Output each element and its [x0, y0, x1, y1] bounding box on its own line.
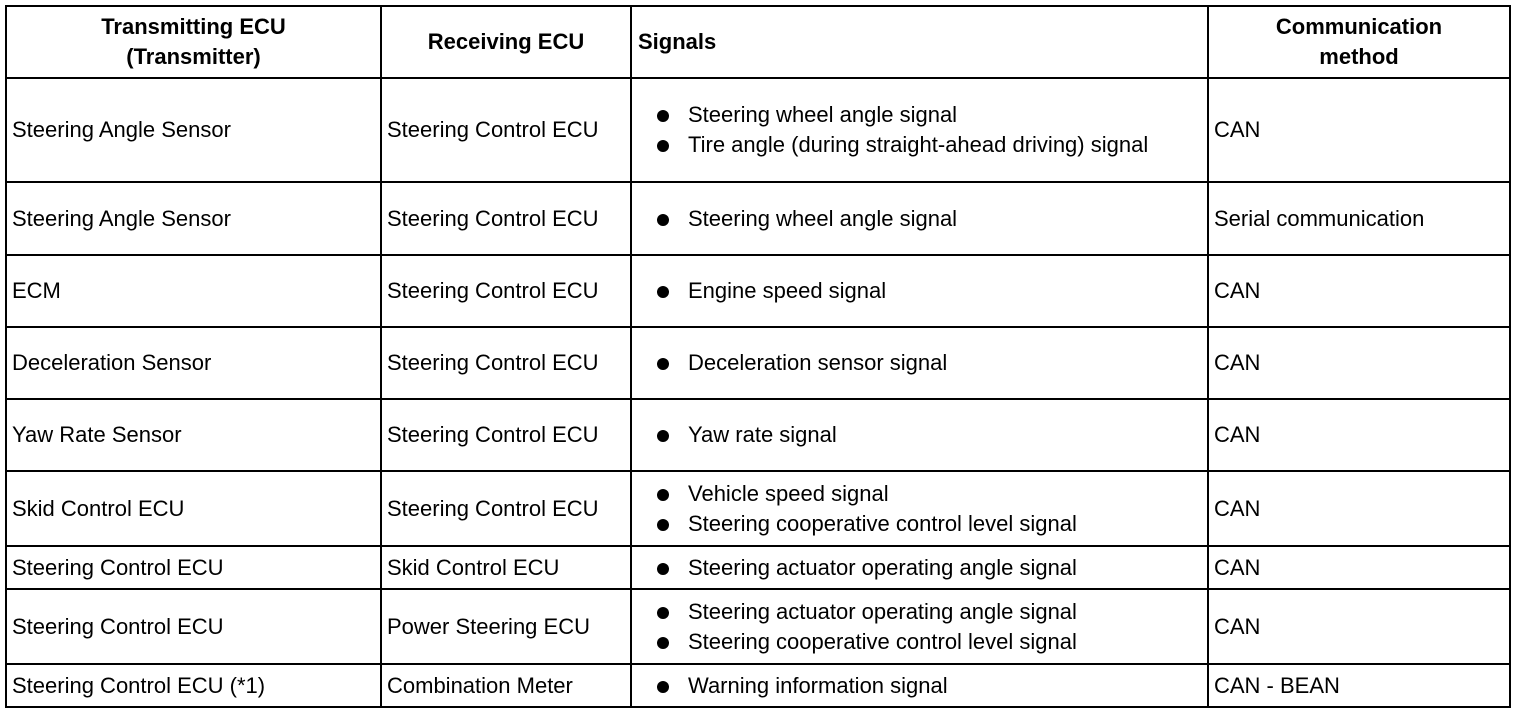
- signal-item: Steering wheel angle signal: [637, 100, 1202, 130]
- signal-text: Tire angle (during straight-ahead drivin…: [688, 132, 1149, 157]
- bullet-icon: [657, 518, 669, 531]
- cell-receiving-ecu: Steering Control ECU: [380, 398, 632, 472]
- cell-transmitting-ecu: Steering Angle Sensor: [5, 181, 382, 256]
- bullet-icon: [657, 636, 669, 649]
- signal-text: Steering actuator operating angle signal: [688, 598, 1077, 624]
- signal-item: Steering wheel angle signal: [637, 204, 1202, 234]
- cell-signals: Yaw rate signal: [630, 398, 1209, 472]
- cell-communication-method: CAN: [1207, 470, 1511, 547]
- signal-text: Steering cooperative control level signa…: [688, 510, 1077, 536]
- cell-signals: Warning information signal: [630, 663, 1209, 708]
- signal-list: Warning information signal: [637, 671, 1202, 701]
- cell-receiving-ecu: Skid Control ECU: [380, 545, 632, 590]
- signal-text: Steering wheel angle signal: [688, 205, 958, 231]
- cell-signals: Engine speed signal: [630, 254, 1209, 328]
- signal-list: Steering actuator operating angle signal: [637, 553, 1202, 583]
- bullet-icon: [657, 358, 669, 370]
- cell-communication-method: CAN: [1207, 326, 1511, 400]
- signal-item: Tire angle (during straight-ahead drivin…: [637, 130, 1202, 160]
- cell-signals: Steering actuator operating angle signal…: [630, 588, 1209, 665]
- signal-item: Deceleration sensor signal: [637, 348, 1202, 378]
- signal-item: Steering cooperative control level signa…: [637, 627, 1202, 657]
- bullet-icon: [657, 488, 669, 501]
- signal-list: Steering actuator operating angle signal…: [637, 597, 1202, 657]
- cell-communication-method: CAN: [1207, 545, 1511, 590]
- cell-receiving-ecu: Steering Control ECU: [380, 470, 632, 547]
- table-row: Steering Control ECU (*1)Combination Met…: [5, 663, 1511, 708]
- header-receiving-ecu: Receiving ECU: [380, 5, 632, 79]
- signal-item: Steering actuator operating angle signal: [637, 553, 1202, 583]
- cell-receiving-ecu: Power Steering ECU: [380, 588, 632, 665]
- signal-item: Steering cooperative control level signa…: [637, 509, 1202, 539]
- signal-item: Warning information signal: [637, 671, 1202, 701]
- cell-transmitting-ecu: Yaw Rate Sensor: [5, 398, 382, 472]
- cell-signals: Steering actuator operating angle signal: [630, 545, 1209, 590]
- signal-text: Vehicle speed signal: [688, 480, 889, 506]
- bullet-icon: [657, 606, 669, 619]
- signal-text: Warning information signal: [688, 672, 948, 698]
- ecu-communication-table: Transmitting ECU (Transmitter) Receiving…: [5, 5, 1511, 708]
- bullet-icon: [657, 140, 669, 152]
- cell-receiving-ecu: Steering Control ECU: [380, 254, 632, 328]
- signal-list: Deceleration sensor signal: [637, 348, 1202, 378]
- signal-list: Engine speed signal: [637, 276, 1202, 306]
- bullet-icon: [657, 110, 669, 122]
- bullet-icon: [657, 562, 669, 575]
- signal-text: Steering wheel angle signal: [688, 102, 958, 127]
- cell-transmitting-ecu: ECM: [5, 254, 382, 328]
- signal-item: Vehicle speed signal: [637, 479, 1202, 509]
- cell-receiving-ecu: Steering Control ECU: [380, 181, 632, 256]
- cell-communication-method: CAN: [1207, 77, 1511, 183]
- document-page: Transmitting ECU (Transmitter) Receiving…: [5, 5, 1511, 708]
- cell-communication-method: CAN: [1207, 398, 1511, 472]
- signal-item: Yaw rate signal: [637, 420, 1202, 450]
- cell-transmitting-ecu: Steering Angle Sensor: [5, 77, 382, 183]
- header-transmitting-ecu: Transmitting ECU (Transmitter): [5, 5, 382, 79]
- header-row: Transmitting ECU (Transmitter) Receiving…: [5, 5, 1511, 79]
- bullet-icon: [657, 430, 669, 442]
- cell-transmitting-ecu: Steering Control ECU: [5, 545, 382, 590]
- bullet-icon: [657, 680, 669, 693]
- cell-communication-method: CAN - BEAN: [1207, 663, 1511, 708]
- cell-transmitting-ecu: Skid Control ECU: [5, 470, 382, 547]
- cell-signals: Deceleration sensor signal: [630, 326, 1209, 400]
- cell-receiving-ecu: Steering Control ECU: [380, 77, 632, 183]
- signal-item: Engine speed signal: [637, 276, 1202, 306]
- signal-list: Yaw rate signal: [637, 420, 1202, 450]
- cell-signals: Steering wheel angle signal: [630, 181, 1209, 256]
- signal-list: Steering wheel angle signal: [637, 204, 1202, 234]
- cell-transmitting-ecu: Deceleration Sensor: [5, 326, 382, 400]
- signal-text: Deceleration sensor signal: [688, 350, 948, 375]
- header-communication-method: Communication method: [1207, 5, 1511, 79]
- bullet-icon: [657, 286, 669, 298]
- cell-communication-method: CAN: [1207, 254, 1511, 328]
- cell-transmitting-ecu: Steering Control ECU (*1): [5, 663, 382, 708]
- cell-communication-method: CAN: [1207, 588, 1511, 665]
- cell-communication-method: Serial communication: [1207, 181, 1511, 256]
- header-signals: Signals: [630, 5, 1209, 79]
- bullet-icon: [657, 213, 669, 226]
- cell-transmitting-ecu: Steering Control ECU: [5, 588, 382, 665]
- signal-text: Steering actuator operating angle signal: [688, 554, 1077, 580]
- signal-text: Yaw rate signal: [688, 422, 837, 447]
- signal-item: Steering actuator operating angle signal: [637, 597, 1202, 627]
- table-header: Transmitting ECU (Transmitter) Receiving…: [5, 5, 1511, 79]
- signal-text: Steering cooperative control level signa…: [688, 628, 1077, 654]
- signal-text: Engine speed signal: [688, 278, 887, 303]
- cell-receiving-ecu: Combination Meter: [380, 663, 632, 708]
- cell-receiving-ecu: Steering Control ECU: [380, 326, 632, 400]
